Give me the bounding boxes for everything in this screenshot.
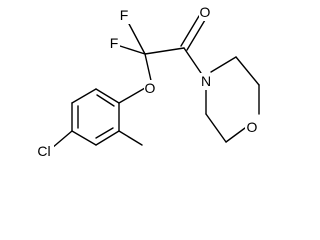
double-bond-inner bbox=[95, 127, 114, 139]
atom-o-ether: O bbox=[144, 80, 157, 97]
atom-label-cl: Cl bbox=[37, 143, 50, 159]
atom-label-o: O bbox=[247, 119, 258, 135]
atom-n-morpholine: N bbox=[199, 73, 212, 90]
bond-aryl-oxygen bbox=[118, 87, 146, 104]
carbonyl-double-bond bbox=[180, 15, 200, 47]
bond-oxygen-cf2 bbox=[144, 53, 153, 86]
atom-f-upper: F bbox=[118, 7, 130, 24]
atom-f-lower: F bbox=[108, 35, 120, 52]
bond bbox=[225, 127, 246, 143]
atom-o-carbonyl: O bbox=[199, 4, 212, 21]
bond bbox=[210, 56, 237, 73]
bond-aryl-cl bbox=[51, 130, 73, 149]
bond bbox=[205, 113, 227, 143]
bond-cf2-carbonyl bbox=[144, 47, 185, 55]
atom-label-f: F bbox=[120, 7, 129, 23]
bond-carbonyl-n bbox=[183, 47, 202, 74]
bond-aryl-methyl bbox=[118, 130, 143, 146]
bond-cf2-f-lower bbox=[119, 45, 146, 55]
atom-cl: Cl bbox=[34, 142, 54, 160]
atom-label-o: O bbox=[200, 4, 211, 20]
structure-diagram: F F O O N O Cl bbox=[34, 4, 260, 160]
atom-label-n: N bbox=[201, 73, 211, 89]
bond-cf2-f-upper bbox=[127, 21, 146, 55]
bond bbox=[235, 56, 260, 86]
carbonyl-double-bond bbox=[186, 19, 206, 51]
morpholine-ring bbox=[205, 56, 260, 143]
bond bbox=[71, 130, 97, 146]
benzene-ring bbox=[71, 88, 120, 146]
double-bond-inner bbox=[96, 94, 115, 107]
bond bbox=[71, 88, 97, 104]
bond bbox=[95, 130, 120, 146]
atom-label-f: F bbox=[110, 35, 119, 51]
bond bbox=[95, 88, 120, 104]
atom-o-morpholine: O bbox=[245, 119, 258, 136]
atom-label-o: O bbox=[145, 80, 156, 96]
